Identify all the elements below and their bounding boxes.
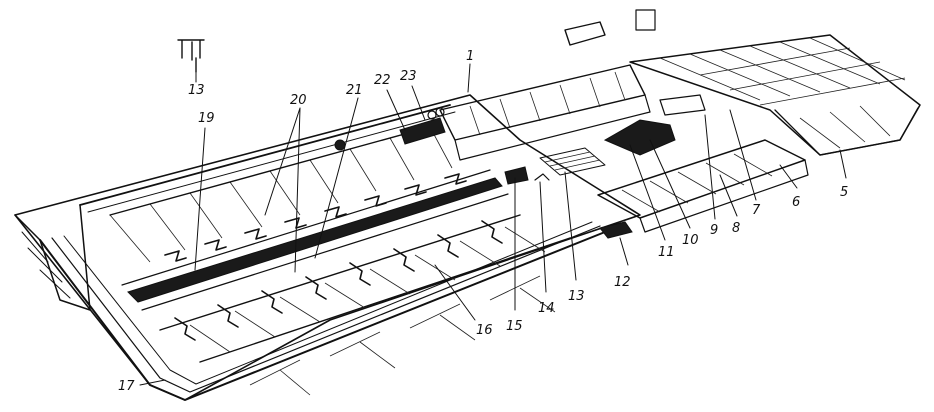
callout-13: 13 bbox=[568, 289, 585, 304]
feed-store-block bbox=[439, 64, 651, 161]
callout-15: 15 bbox=[506, 319, 523, 334]
main-barn bbox=[14, 94, 641, 401]
callout-19: 19 bbox=[198, 111, 215, 126]
callout-8: 8 bbox=[732, 221, 740, 236]
callout-20: 20 bbox=[290, 93, 307, 108]
callout-17: 17 bbox=[118, 379, 135, 394]
open-shed bbox=[629, 34, 921, 156]
callout-10: 10 bbox=[682, 233, 699, 248]
equipment bbox=[177, 9, 706, 239]
callout-1: 1 bbox=[466, 49, 474, 64]
callout-13-top: 13 bbox=[188, 83, 205, 98]
callout-22: 22 bbox=[374, 73, 391, 88]
callout-6: 6 bbox=[792, 195, 800, 210]
callout-14: 14 bbox=[538, 301, 555, 316]
callout-11: 11 bbox=[658, 245, 675, 260]
leader-lines bbox=[139, 63, 847, 386]
callout-9: 9 bbox=[710, 223, 718, 238]
callout-23: 23 bbox=[400, 69, 417, 84]
callout-labels: 1 5 6 7 8 9 10 11 12 13 13 14 15 16 17 1… bbox=[118, 49, 848, 394]
callout-12: 12 bbox=[614, 275, 631, 290]
callout-5: 5 bbox=[840, 185, 848, 200]
callout-7: 7 bbox=[752, 203, 761, 218]
callout-16: 16 bbox=[476, 323, 493, 338]
callout-21: 21 bbox=[346, 83, 363, 98]
